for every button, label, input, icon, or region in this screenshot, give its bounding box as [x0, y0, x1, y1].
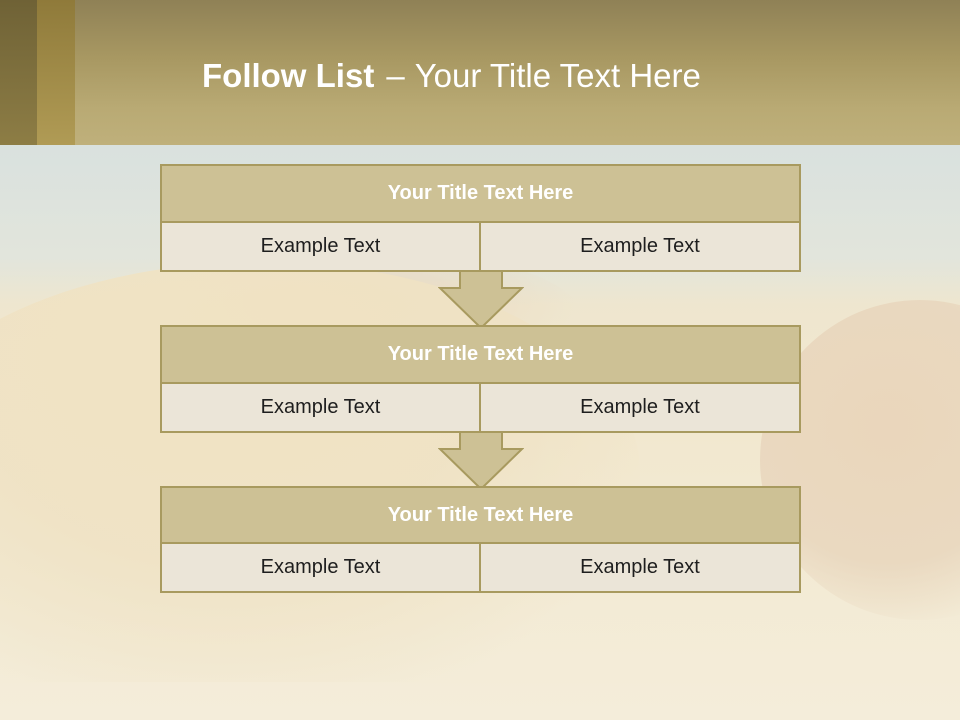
down-arrow-icon	[438, 431, 524, 491]
down-arrow-icon	[438, 270, 524, 330]
header-accent-dark	[0, 0, 37, 145]
slide-title: Follow List–Your Title Text Here	[202, 56, 701, 96]
header-band: Follow List–Your Title Text Here	[0, 0, 960, 145]
block-cell-left: Example Text	[160, 542, 481, 593]
block-title: Your Title Text Here	[160, 325, 801, 384]
title-separator: –	[386, 57, 405, 94]
block-cell-right: Example Text	[479, 542, 801, 593]
block-cell-left: Example Text	[160, 382, 481, 433]
block-title: Your Title Text Here	[160, 164, 801, 223]
flow-block-2: Your Title Text Here Example Text Exampl…	[160, 325, 801, 433]
block-title: Your Title Text Here	[160, 486, 801, 544]
block-cell-left: Example Text	[160, 221, 481, 272]
header-accent-mid	[37, 0, 75, 145]
title-rest: Your Title Text Here	[414, 57, 701, 94]
title-strong: Follow List	[202, 57, 375, 94]
flow-block-3: Your Title Text Here Example Text Exampl…	[160, 486, 801, 593]
block-cell-right: Example Text	[479, 382, 801, 433]
block-cell-right: Example Text	[479, 221, 801, 272]
flow-block-1: Your Title Text Here Example Text Exampl…	[160, 164, 801, 272]
